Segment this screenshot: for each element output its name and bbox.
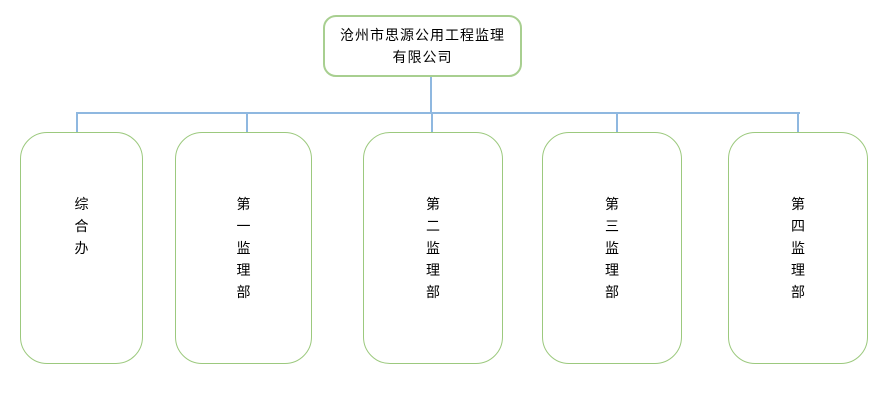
dept-label-general-office: 综合办 bbox=[74, 196, 89, 256]
connector-drop-supervision-dept-2 bbox=[431, 113, 433, 133]
dept-label-supervision-dept-4: 第四监理部 bbox=[791, 196, 805, 300]
connector-drop-supervision-dept-1 bbox=[246, 113, 248, 133]
connector-drop-general-office bbox=[76, 113, 78, 133]
connector-trunk-vertical bbox=[430, 77, 432, 113]
connector-drop-supervision-dept-3 bbox=[616, 113, 618, 133]
dept-box-supervision-dept-3: 第三监理部 bbox=[542, 132, 682, 364]
dept-label-supervision-dept-2: 第二监理部 bbox=[426, 196, 440, 300]
dept-box-general-office: 综合办 bbox=[20, 132, 143, 364]
dept-box-supervision-dept-2: 第二监理部 bbox=[363, 132, 503, 364]
dept-label-supervision-dept-1: 第一监理部 bbox=[236, 196, 251, 300]
connector-horizontal-bus bbox=[76, 112, 800, 114]
dept-box-supervision-dept-1: 第一监理部 bbox=[175, 132, 312, 364]
dept-box-supervision-dept-4: 第四监理部 bbox=[728, 132, 868, 364]
connector-drop-supervision-dept-4 bbox=[797, 113, 799, 133]
root-company-label-line2: 有限公司 bbox=[392, 49, 453, 65]
root-company-box: 沧州市思源公用工程监理 有限公司 bbox=[323, 15, 522, 77]
root-company-label-line1: 沧州市思源公用工程监理 bbox=[340, 27, 505, 43]
dept-label-supervision-dept-3: 第三监理部 bbox=[605, 196, 619, 300]
